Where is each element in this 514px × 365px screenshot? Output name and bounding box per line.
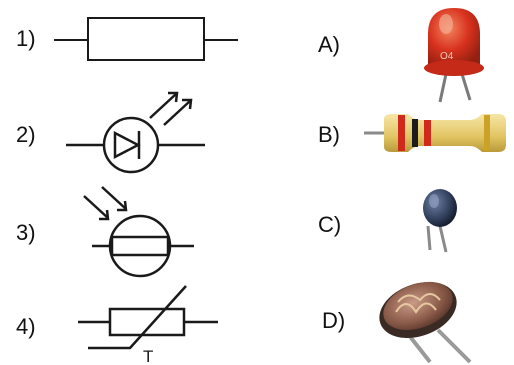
symbol-label-3: 3) [16, 220, 36, 245]
led-photo [424, 8, 484, 103]
photo-label-d: D) [322, 308, 346, 333]
led-symbol [66, 91, 205, 174]
led-photo-marking: O4 [440, 51, 454, 62]
thermistor-photo [423, 189, 457, 253]
resistor-photo [364, 114, 506, 152]
symbol-label-2: 2) [16, 122, 36, 147]
thermistor-marking: T [143, 347, 153, 365]
photo-label-b: B) [318, 122, 340, 147]
photoresistor-symbol [83, 186, 194, 278]
thermistor-symbol [78, 285, 218, 350]
photoresistor-photo [379, 281, 472, 364]
photo-label-c: C) [318, 212, 342, 237]
symbol-label-4: 4) [16, 314, 36, 339]
resistor-symbol [54, 17, 238, 61]
symbol-label-1: 1) [16, 26, 36, 51]
photo-label-a: A) [318, 32, 340, 57]
